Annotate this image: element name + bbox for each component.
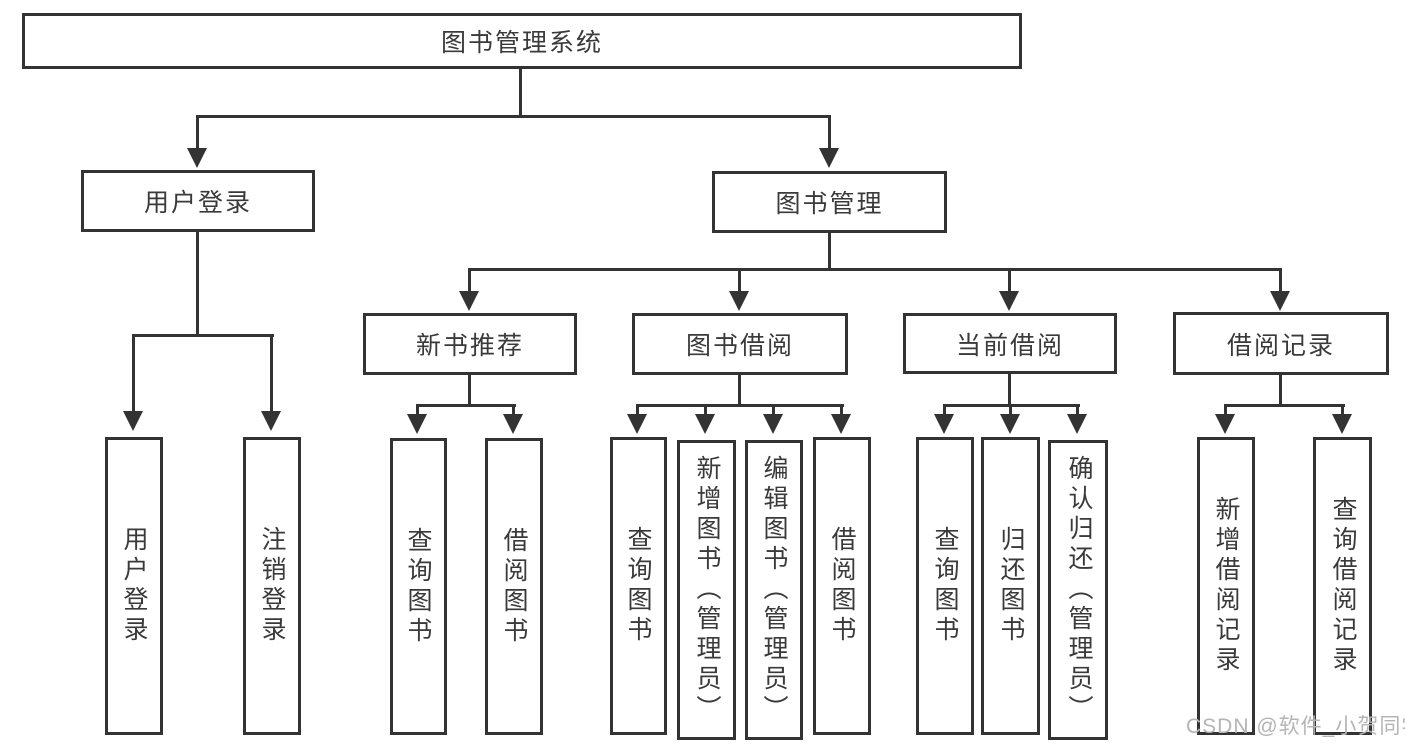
connector	[1076, 404, 1079, 416]
connector	[519, 69, 522, 118]
arrow-down-icon	[261, 411, 281, 431]
leaf-user-login: 用户登录	[105, 437, 163, 735]
node-borrowing-records: 借阅记录	[1173, 312, 1389, 375]
connector	[468, 268, 1282, 271]
node-book-management-system: 图书管理系统	[22, 13, 1022, 69]
connector	[196, 115, 199, 150]
connector	[772, 404, 775, 416]
connector	[416, 404, 419, 416]
leaf-current-confirm-return-admin: 确认归还（管理员）	[1048, 440, 1108, 740]
connector	[1279, 375, 1282, 406]
arrow-down-icon	[187, 148, 207, 168]
connector	[738, 268, 741, 293]
connector	[636, 404, 639, 416]
leaf-borrowing-borrow-books: 借阅图书	[813, 437, 871, 735]
connector	[468, 375, 471, 406]
connector	[416, 404, 516, 407]
csdn-watermark: CSDN @软件_小贺同学	[1186, 715, 1405, 738]
connector	[1009, 404, 1012, 416]
connector	[196, 115, 831, 118]
node-book-borrowing: 图书借阅	[632, 313, 848, 375]
node-new-book-recommendation: 新书推荐	[363, 313, 577, 375]
leaf-current-return-books: 归还图书	[981, 437, 1040, 735]
connector	[943, 404, 946, 416]
arrow-down-icon	[503, 414, 523, 434]
arrow-down-icon	[1332, 414, 1352, 434]
arrow-down-icon	[1067, 414, 1087, 434]
connector	[132, 334, 274, 337]
arrow-down-icon	[819, 148, 839, 168]
leaf-borrowing-query-books: 查询图书	[610, 437, 667, 735]
arrow-down-icon	[1000, 414, 1020, 434]
leaf-records-query-borrow-record: 查询借阅记录	[1313, 437, 1372, 735]
arrow-down-icon	[1270, 291, 1290, 311]
arrow-down-icon	[763, 414, 783, 434]
arrow-down-icon	[695, 414, 715, 434]
connector	[1008, 374, 1011, 406]
connector	[738, 375, 741, 406]
connector	[1008, 268, 1011, 293]
connector	[468, 268, 471, 293]
leaf-current-query-books: 查询图书	[916, 437, 974, 735]
node-book-management: 图书管理	[712, 171, 947, 233]
node-user-login: 用户登录	[81, 170, 315, 232]
leaf-logout: 注销登录	[243, 437, 301, 735]
connector	[1341, 404, 1344, 416]
connector	[1224, 404, 1227, 416]
leaf-borrowing-add-books-admin: 新增图书（管理员）	[677, 440, 736, 740]
connector	[512, 404, 515, 416]
arrow-down-icon	[1215, 414, 1235, 434]
connector	[840, 404, 843, 416]
leaf-borrowing-edit-books-admin: 编辑图书（管理员）	[745, 440, 803, 740]
leaf-newbook-borrow-books: 借阅图书	[485, 438, 543, 735]
connector	[196, 232, 199, 337]
arrow-down-icon	[459, 291, 479, 311]
leaf-records-add-borrow-record: 新增借阅记录	[1197, 437, 1255, 735]
connector	[1224, 404, 1345, 407]
connector	[704, 404, 707, 416]
connector	[1279, 268, 1282, 293]
connector	[636, 404, 844, 407]
connector	[828, 115, 831, 150]
node-current-borrowing: 当前借阅	[903, 313, 1117, 374]
leaf-newbook-query-books: 查询图书	[390, 438, 447, 735]
arrow-down-icon	[831, 414, 851, 434]
connector	[270, 334, 273, 413]
arrow-down-icon	[999, 291, 1019, 311]
connector	[132, 334, 135, 413]
connector	[828, 233, 831, 270]
arrow-down-icon	[123, 411, 143, 431]
arrow-down-icon	[407, 414, 427, 434]
arrow-down-icon	[627, 414, 647, 434]
arrow-down-icon	[729, 291, 749, 311]
arrow-down-icon	[934, 414, 954, 434]
